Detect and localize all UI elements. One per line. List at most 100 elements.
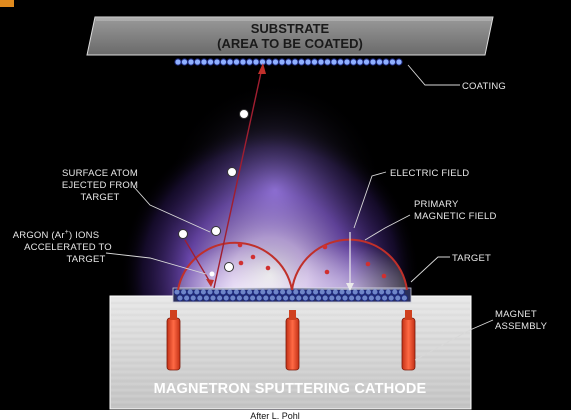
target-atom [229, 294, 237, 302]
coating-atom [219, 58, 228, 66]
target-atom [222, 294, 230, 302]
label-target: TARGET [452, 253, 491, 264]
electron [209, 271, 215, 277]
target-atom [315, 294, 323, 302]
coating-atom [278, 58, 286, 66]
target-atom [275, 294, 283, 302]
magnet-right [401, 310, 416, 371]
substrate-subtitle: (AREA TO BE COATED) [217, 36, 363, 51]
plasma-ions [237, 242, 387, 279]
coating-atom [356, 58, 364, 66]
target-atom [209, 294, 217, 302]
target-atoms [173, 288, 408, 302]
coating-atom [382, 58, 390, 66]
label-surface-atom-3: TARGET [80, 192, 119, 203]
substrate-title: SUBSTRATE [251, 21, 330, 36]
substrate: SUBSTRATE (AREA TO BE COATED) [86, 16, 494, 56]
label-argon-3: TARGET [66, 254, 105, 265]
target-atom [295, 294, 303, 302]
coating-atom [304, 58, 312, 66]
coating-atom [271, 58, 280, 66]
target-atom [242, 294, 250, 302]
target-atom [394, 294, 402, 302]
coating-atom [226, 58, 234, 66]
target-atom [216, 294, 224, 302]
coating-atom [291, 58, 299, 66]
coating-atom [187, 58, 195, 66]
target-atom [334, 294, 342, 302]
label-coating: COATING [462, 81, 506, 92]
ejected-atom [239, 109, 249, 119]
target-atom [328, 294, 336, 302]
target-atom [348, 294, 356, 302]
electric-field-arrow [346, 232, 354, 291]
label-surface-atom-1: SURFACE ATOM [62, 168, 138, 179]
coating-atom [310, 58, 319, 66]
coating-atom [213, 58, 221, 66]
coating-atom [388, 58, 397, 66]
coating-layer [174, 58, 403, 66]
ejected-atom-path [178, 63, 266, 289]
coating-atom [369, 58, 377, 66]
argon-ion [224, 262, 234, 272]
magnet-center [285, 310, 300, 371]
coating-atom [323, 58, 332, 66]
target-atom [189, 294, 197, 302]
label-magnet-1: MAGNET [495, 309, 537, 320]
magnet-left [166, 310, 181, 371]
target-atom [176, 294, 184, 302]
target-atom [183, 294, 191, 302]
target-atom [288, 294, 296, 302]
target-atom [381, 294, 389, 302]
coating-atom [375, 58, 384, 66]
coating-atom [232, 58, 241, 66]
target-atom [387, 294, 395, 302]
argon-ion [178, 229, 188, 239]
label-primary-field-2: MAGNETIC FIELD [414, 211, 497, 222]
coating-atom [265, 58, 273, 66]
target-atom [361, 294, 369, 302]
target-atom [321, 294, 329, 302]
ejected-atom [227, 167, 237, 177]
coating-atom [317, 58, 325, 66]
coating-atom [239, 58, 247, 66]
leader-lines [105, 64, 494, 361]
target-atom [196, 294, 204, 302]
coating-atom [174, 58, 182, 66]
plasma-glow-upper [165, 60, 385, 300]
target-atom [282, 294, 290, 302]
corner-accent [0, 0, 14, 7]
target-atom [268, 294, 276, 302]
coating-atom [193, 58, 202, 66]
target-atom [255, 294, 263, 302]
coating-atom [206, 58, 215, 66]
coating-atom [336, 58, 345, 66]
coating-atom [395, 58, 403, 66]
coating-atom [343, 58, 351, 66]
label-magnet-2: ASSEMBLY [495, 321, 548, 332]
cathode-label: MAGNETRON SPUTTERING CATHODE [154, 381, 427, 397]
caption: After L. Pohl [250, 411, 300, 420]
coating-atom [200, 58, 208, 66]
label-surface-atom-2: EJECTED FROM [62, 180, 138, 191]
coating-atom [284, 58, 293, 66]
label-argon-2: ACCELERATED TO [24, 242, 112, 253]
coating-atom [180, 58, 189, 66]
target-atom [354, 294, 362, 302]
target-atom [400, 294, 408, 302]
target-atom [249, 294, 257, 302]
target-atom [173, 288, 181, 296]
ejected-atom [211, 226, 221, 236]
coating-atom [252, 58, 260, 66]
coating-atom [349, 58, 358, 66]
coating-atom [362, 58, 371, 66]
target-atom [202, 294, 210, 302]
target-atom [301, 294, 309, 302]
caption-bar [0, 410, 571, 420]
target-atom [374, 294, 382, 302]
label-primary-field-1: PRIMARY [414, 199, 459, 210]
magnetic-field-lines [177, 238, 408, 291]
target-atom [235, 294, 243, 302]
target-atom [308, 294, 316, 302]
